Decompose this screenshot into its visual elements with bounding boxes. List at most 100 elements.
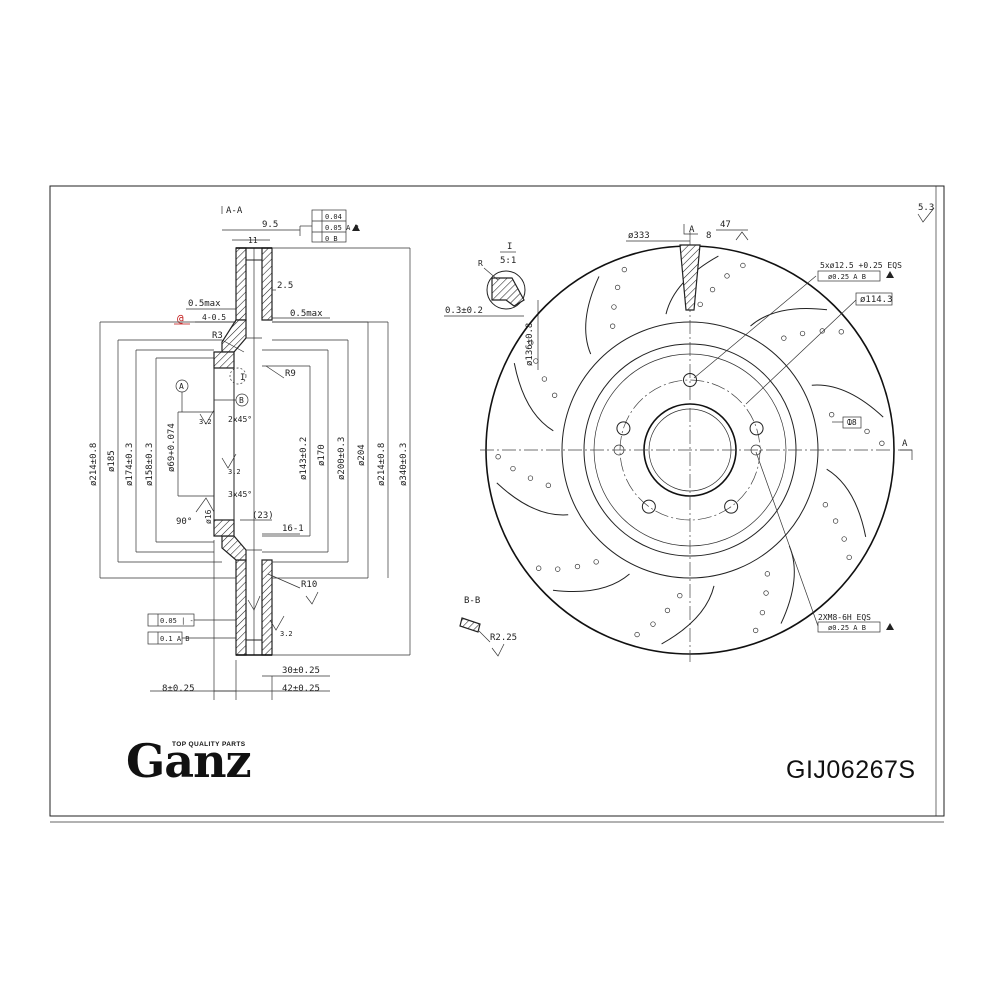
dia-185: ø185 [107, 450, 117, 472]
cross-slots [496, 255, 884, 645]
pcd-circle [619, 379, 761, 521]
tol-top-2: 0.05 A B [325, 224, 359, 232]
surface-1: 3.2 [199, 418, 212, 426]
bolt-holes-spec: 5xø12.5 +0.25 EQS [820, 261, 902, 270]
hub-step: 16-1 [282, 524, 304, 534]
tol-bottom-1: 0.05 | - [160, 617, 194, 625]
drilled-hole [763, 590, 769, 596]
bolt-hole [641, 499, 656, 514]
detail-i-gap: 0.3±0.2 [445, 306, 483, 316]
dim-face-thickness: 2.5 [277, 281, 293, 291]
callout-i: I [240, 373, 245, 383]
cross-slot [826, 468, 867, 537]
drilled-hole [697, 301, 703, 308]
dia-158: ø158±0.3 [145, 443, 155, 486]
drilled-hole [740, 262, 746, 269]
dim-hat-depth: 30±0.25 [282, 666, 320, 676]
drilled-holes [495, 262, 885, 638]
surface-2: 3.2 [228, 468, 241, 476]
dia-143: ø143±0.2 [299, 437, 309, 480]
brand-logo: Ganz [126, 734, 252, 788]
radius-inner: R9 [285, 369, 296, 379]
cross-slot [780, 545, 795, 624]
drilled-hole [822, 502, 829, 508]
drilled-hole [614, 284, 621, 291]
dia-340: ø340±0.3 [399, 443, 409, 486]
tolerance-block-bottom: 0.05 | - 0.1 A B [147, 613, 236, 645]
corner-surface-symbol [917, 207, 935, 223]
dia-214-right: ø214±0.8 [377, 443, 387, 486]
drilled-hole [846, 419, 853, 425]
right-diameter-lines [262, 247, 411, 656]
detail-i-radius: R [478, 259, 483, 268]
detail-i-scale: 5:1 [500, 256, 516, 266]
view-bb: B-B R2.25 [459, 596, 517, 657]
cross-slot [496, 482, 569, 516]
drilled-hole [650, 621, 656, 627]
dia-170: ø170 [317, 444, 327, 466]
tol-top-triangle [352, 224, 360, 231]
drilled-hole [664, 607, 671, 614]
drilled-hole [621, 266, 627, 273]
drilled-hole [527, 475, 534, 481]
drilled-hole [819, 328, 825, 334]
drawing-frame [49, 185, 945, 823]
drilled-hole [829, 412, 835, 418]
drilled-hole [541, 376, 548, 382]
dim-hat-width: 11 [248, 236, 258, 245]
drilled-hole [841, 536, 847, 542]
drilled-hole [724, 273, 730, 279]
bolt-holes-tol: ø0.25 A B [828, 273, 866, 281]
drilled-hole [846, 554, 852, 561]
chamfer-1: 2x45° [228, 415, 252, 424]
drill-dia: 18 [847, 418, 857, 427]
detail-i-diameter: ø136±0.8 [525, 323, 535, 366]
bolt-hole [616, 421, 631, 436]
cross-slot [811, 384, 884, 418]
drilled-hole [677, 592, 683, 599]
bolt-holes [616, 373, 764, 514]
slot-angle: 47 [720, 220, 731, 230]
cross-slot [750, 307, 828, 327]
corner-mark: 5.3 [918, 203, 934, 213]
tol-top-1: 0.04 [325, 213, 342, 221]
thread-tol: ø0.25 A B [828, 624, 866, 632]
drilled-hole [574, 563, 581, 570]
drilled-hole [611, 304, 617, 310]
bolt-hole [749, 421, 764, 436]
bolt-dia: ø16 [204, 509, 213, 524]
left-diameter-lines [99, 321, 236, 579]
drilled-hole [545, 482, 551, 488]
dia-214-left: ø214±0.8 [89, 443, 99, 486]
view-bb-radius: R2.25 [490, 633, 517, 643]
drilled-hole [753, 627, 759, 634]
drilled-hole [551, 392, 558, 398]
dim-width-top: 9.5 [262, 220, 278, 230]
pcd-label: ø114.3 [860, 295, 893, 305]
angle-90: 90° [176, 517, 192, 527]
chamfer-2: 3x45° [228, 490, 252, 499]
cross-slot [661, 585, 715, 645]
detail-i-label: I [507, 242, 512, 252]
hub-inner: (23) [252, 511, 274, 521]
section-view-title: A-A [226, 206, 243, 216]
drilled-hole [864, 428, 870, 435]
drilled-hole [759, 609, 766, 616]
drilled-hole [609, 323, 616, 329]
drilled-hole [495, 454, 501, 460]
dim-overall-width: 42±0.25 [282, 684, 320, 694]
cross-slot [585, 276, 600, 355]
part-number: GIJ06267S [786, 756, 916, 784]
drilled-hole [510, 465, 516, 472]
drilled-hole [634, 631, 640, 638]
drilled-hole [764, 571, 771, 577]
radius-bottom: R10 [301, 580, 317, 590]
surface-3: 3.2 [280, 630, 293, 638]
detail-i: I 5:1 R 0.3±0.2 ø136±0.8 [444, 242, 539, 370]
drilled-hole [533, 358, 539, 364]
detail-i-circle [486, 270, 526, 310]
drilled-hole [781, 335, 787, 341]
thread-hole-right [750, 444, 762, 456]
drilled-hole [555, 566, 561, 572]
